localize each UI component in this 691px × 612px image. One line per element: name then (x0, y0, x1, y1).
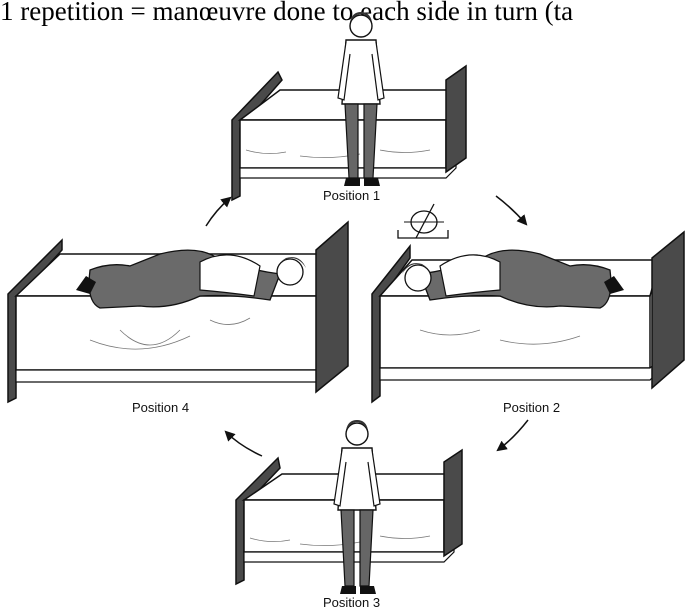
standing-figure (334, 420, 380, 594)
position-3-scene: Position 3 (236, 420, 462, 610)
position-4-label: Position 4 (132, 400, 189, 415)
position-3-label: Position 3 (323, 595, 380, 610)
lying-figure (402, 250, 624, 308)
arrow-4-to-1 (206, 198, 230, 226)
head-angle-indicator (398, 204, 448, 238)
arrow-3-to-4 (226, 432, 262, 456)
position-2-label: Position 2 (503, 400, 560, 415)
arrow-1-to-2 (496, 196, 526, 224)
position-2-scene: Position 2 (372, 204, 684, 415)
bed (8, 222, 348, 402)
arrow-2-to-3 (498, 420, 528, 450)
position-4-scene: Position 4 (8, 222, 348, 415)
position-1-label: Position 1 (323, 188, 380, 203)
position-1-scene: Position 1 (232, 12, 466, 203)
